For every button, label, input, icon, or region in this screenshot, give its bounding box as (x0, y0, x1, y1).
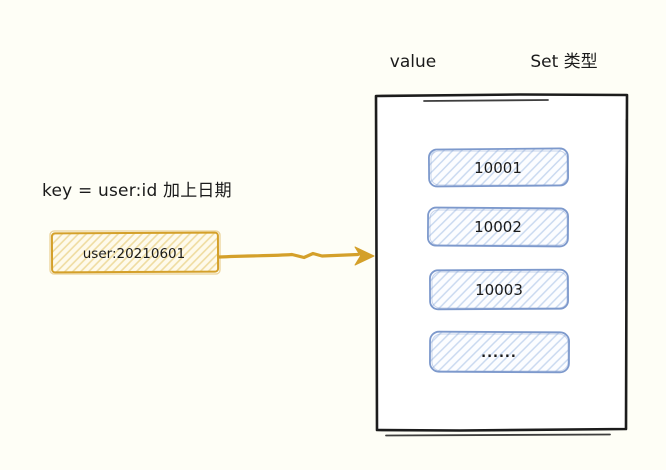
set-member-box: ...... (429, 330, 570, 374)
set-member-box: 10002 (427, 206, 569, 248)
key-formula-label: key = user:id 加上日期 (42, 181, 232, 201)
set-member-box: 10001 (428, 147, 569, 188)
set-member-value: 10001 (474, 159, 522, 177)
key-box-text: user:20210601 (83, 246, 185, 262)
key-box: user:20210601 (49, 230, 221, 275)
set-member-value: 10003 (475, 281, 523, 299)
set-type-label: Set 类型 (530, 52, 597, 72)
value-column-label: value (390, 52, 436, 72)
set-member-box: 10003 (429, 268, 569, 311)
set-member-value: 10002 (474, 218, 522, 236)
key-to-set-arrow (217, 246, 375, 266)
set-member-value: ...... (481, 346, 517, 361)
set-container-box (374, 93, 629, 437)
